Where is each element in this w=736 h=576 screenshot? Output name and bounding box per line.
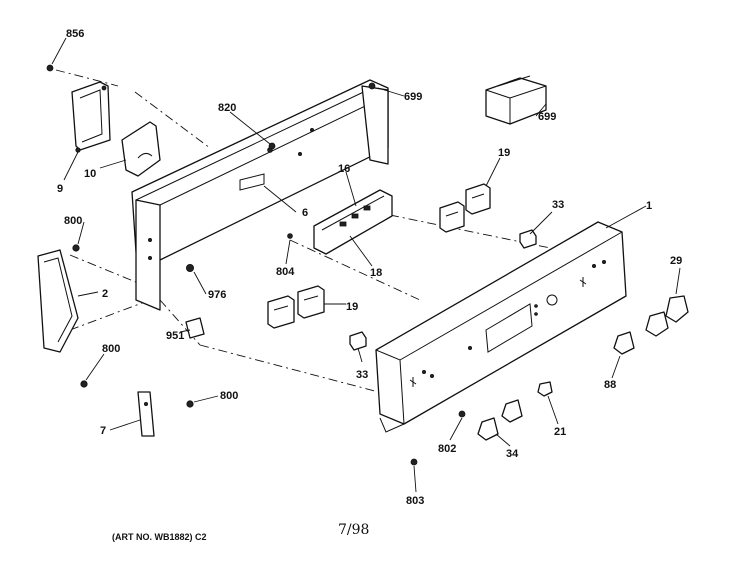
plug-951 — [185, 317, 205, 339]
callout-699-screw: 699 — [404, 91, 422, 103]
knob-34b — [477, 417, 499, 441]
callout-856: 856 — [66, 28, 84, 40]
callout-labels: 856 9 10 820 699 699 6 16 19 33 1 800 2 … — [57, 28, 682, 507]
callout-7: 7 — [100, 425, 106, 437]
callout-820: 820 — [218, 102, 236, 114]
control-panel — [375, 221, 627, 433]
knob-29b — [645, 311, 669, 337]
callout-10: 10 — [84, 168, 96, 180]
screw-699 — [368, 82, 376, 90]
fasteners — [46, 64, 466, 466]
knob-88 — [613, 331, 635, 355]
end-cap — [121, 121, 161, 177]
side-trim — [37, 249, 79, 353]
callout-16: 16 — [338, 163, 350, 175]
connectors — [349, 229, 537, 351]
knobs — [477, 295, 689, 441]
callout-18: 18 — [370, 267, 382, 279]
screw-800a — [72, 244, 80, 252]
screw-803 — [410, 458, 418, 466]
callout-800-middle: 800 — [102, 343, 120, 355]
switch-pair-upper — [439, 183, 491, 233]
callout-1: 1 — [646, 200, 652, 212]
callout-802: 802 — [438, 443, 456, 455]
callout-33-lower: 33 — [356, 369, 368, 381]
date-code: 7/98 — [338, 522, 369, 538]
backguard-frame — [131, 79, 389, 311]
callout-33-upper: 33 — [552, 199, 564, 211]
screw-856 — [46, 64, 54, 72]
screw-804 — [287, 233, 293, 239]
knob-29 — [665, 295, 689, 323]
terminal-block — [485, 75, 547, 125]
leader-lines — [51, 37, 681, 493]
callout-19-lower: 19 — [346, 301, 358, 313]
callout-2: 2 — [102, 288, 108, 300]
callout-800-upper: 800 — [64, 215, 82, 227]
callout-29: 29 — [670, 255, 682, 267]
callout-976: 976 — [208, 289, 226, 301]
switch-pair-lower — [267, 285, 325, 329]
callout-6: 6 — [302, 207, 308, 219]
screw-802 — [458, 410, 466, 418]
callout-800-lower: 800 — [220, 390, 238, 402]
screw-800b — [80, 380, 88, 388]
callout-699-block: 699 — [538, 111, 556, 123]
art-number: (ART NO. WB1882) C2 — [112, 532, 207, 542]
screw-800c — [186, 400, 194, 408]
callout-34: 34 — [506, 448, 519, 460]
callout-9: 9 — [57, 183, 63, 195]
clip-21 — [537, 381, 553, 397]
callout-951: 951 — [166, 330, 184, 342]
control-board — [313, 189, 393, 255]
knob-34a — [501, 399, 523, 423]
side-bracket — [71, 81, 111, 153]
callout-21: 21 — [554, 426, 566, 438]
lower-bracket — [137, 391, 155, 437]
screw-976 — [185, 263, 194, 272]
callout-19-upper: 19 — [498, 147, 510, 159]
callout-88: 88 — [604, 379, 616, 391]
callout-803: 803 — [406, 495, 424, 507]
callout-804: 804 — [276, 266, 295, 278]
screw-820 — [268, 142, 276, 150]
